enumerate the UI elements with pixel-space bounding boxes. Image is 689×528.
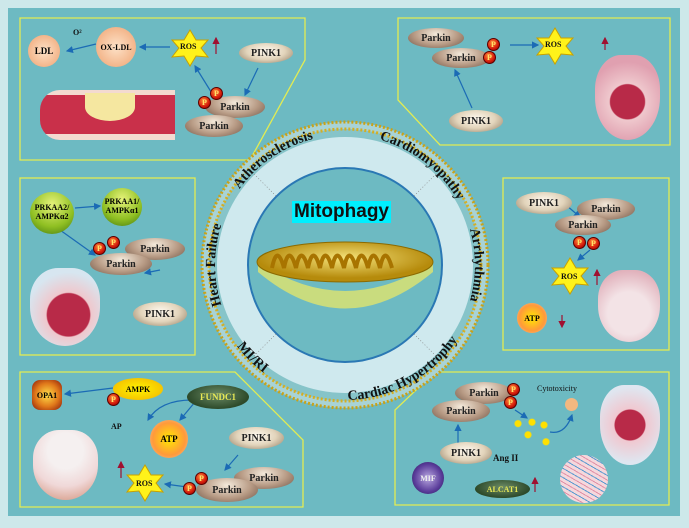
phospho-p: P [195, 472, 208, 485]
phospho-p: P [587, 237, 600, 250]
prkaa1-node: PRKAA1/ AMPKα1 [102, 188, 142, 226]
prkaa2-node: PRKAA2/ AMPKα2 [30, 192, 74, 234]
phospho-p: P [483, 51, 496, 64]
parkin-node: Parkin [205, 96, 265, 118]
ros-label: ROS [545, 40, 562, 49]
pink1-node: PINK1 [239, 43, 293, 63]
atp-node: ATP [517, 303, 547, 333]
alcat1-node: ALCAT1 [475, 480, 530, 498]
parkin-node: Parkin [90, 253, 152, 275]
phospho-p: P [183, 482, 196, 495]
phospho-p: P [93, 242, 106, 255]
heart-illustration [595, 55, 660, 140]
mif-node: MIF [412, 462, 444, 494]
ros-label: ROS [136, 479, 153, 488]
fundc1-node: FUNDC1 [187, 385, 249, 409]
pink1-node: PINK1 [229, 427, 284, 449]
ros-label: ROS [561, 272, 578, 281]
mitophagy-title: Mitophagy [292, 201, 391, 223]
pink1-node: PINK1 [516, 192, 572, 214]
cytotoxicity-label: Cytotoxicity [537, 384, 577, 393]
ang-ii-label: Ang II [493, 453, 519, 463]
parkin-node: Parkin [432, 400, 490, 422]
phospho-p: P [487, 38, 500, 51]
pink1-node: PINK1 [133, 302, 187, 326]
parkin-node: Parkin [432, 48, 490, 68]
ampk-node: AMPK [113, 378, 163, 400]
pink1-node: PINK1 [440, 442, 492, 464]
ldl-node: LDL [28, 35, 60, 67]
ros-label: ROS [180, 42, 197, 51]
oxldl-node: OX-LDL [96, 27, 136, 67]
ap-label: AP [111, 422, 122, 431]
pink1-node: PINK1 [449, 110, 503, 132]
phospho-p: P [504, 396, 517, 409]
artery-plaque-illustration [40, 90, 175, 140]
o2-label: O² [73, 28, 82, 37]
ang-ii-particles [510, 418, 550, 446]
phospho-p: P [198, 96, 211, 109]
cytotoxicity-particle [565, 398, 578, 411]
ring-label-heart-failure: Heart Failure [204, 222, 225, 309]
phospho-p: P [210, 87, 223, 100]
parkin-node: Parkin [455, 382, 513, 404]
heart-vessels-illustration [33, 430, 98, 500]
parkin-node: Parkin [185, 115, 243, 137]
mitochondrion-illustration [256, 241, 434, 309]
opa1-node: OPA1 [32, 380, 62, 410]
parkin-node: Parkin [555, 215, 611, 235]
phospho-p: P [107, 393, 120, 406]
heart-illustration [600, 385, 660, 465]
ring-label-arrhythmia: Arrhythmia [466, 227, 486, 304]
parkin-node: Parkin [577, 198, 635, 220]
heart-illustration [30, 268, 100, 346]
heart-illustration [598, 270, 660, 342]
phospho-p: P [573, 236, 586, 249]
phospho-p: P [507, 383, 520, 396]
panel-atherosclerosis-border [19, 17, 306, 161]
atp-node: ATP [150, 420, 188, 458]
myocardial-tissue-zoom [560, 455, 608, 503]
parkin-node: Parkin [408, 28, 464, 48]
phospho-p: P [107, 236, 120, 249]
